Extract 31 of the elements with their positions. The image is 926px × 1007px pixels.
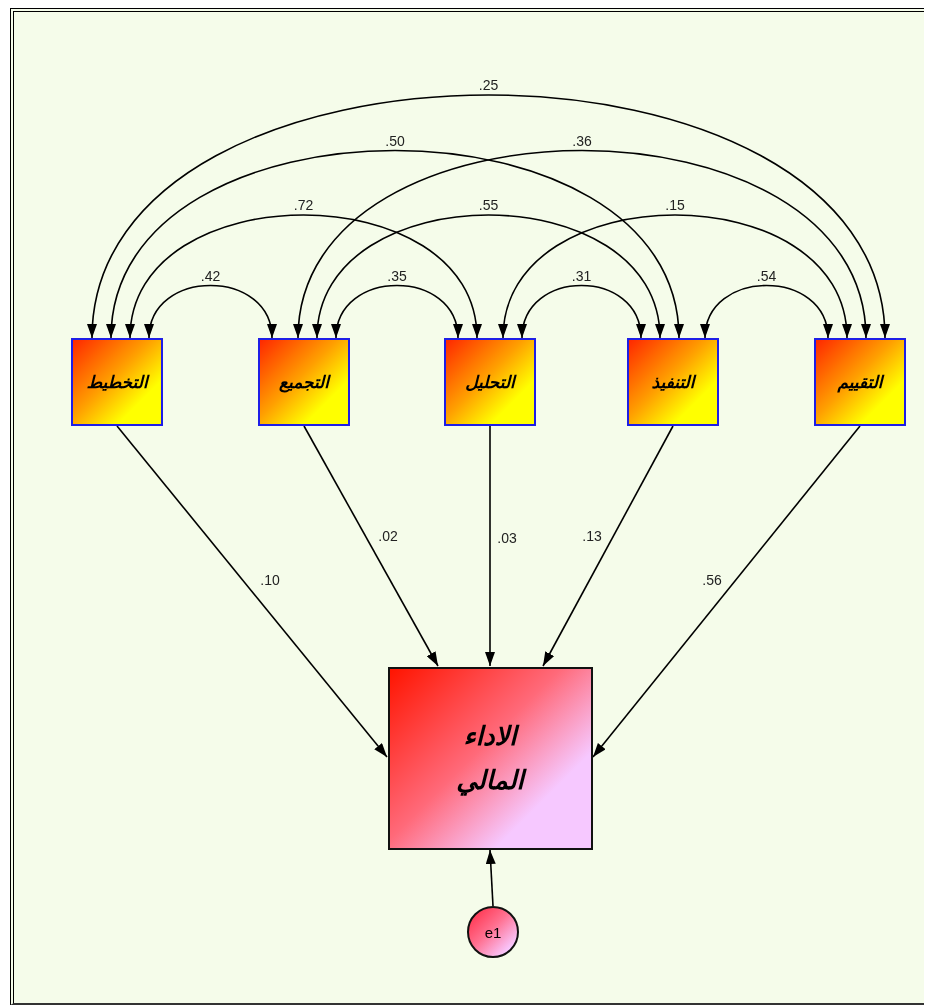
edge-label: .03 [496,530,518,546]
edge-label: .25 [477,77,500,93]
covariance-arrow [519,284,644,339]
covariance-arrow [500,214,850,339]
covariance-arrow [127,214,480,339]
variable-box: التقييم [814,338,906,426]
covariance-arrow [90,94,887,339]
path-arrow [303,425,439,667]
outcome-box: الاداء المالي [387,666,593,850]
covariance-arrow [702,284,831,339]
covariance-arrow [146,284,275,339]
covariance-arrow [108,149,682,339]
variable-box: التخطيط [71,338,163,426]
edge-label: .02 [377,528,399,544]
edge-label: .72 [292,197,315,213]
edge-label: .13 [581,528,603,544]
edge-label: .15 [664,197,686,213]
path-arrow [542,425,674,667]
path-arrow [485,425,495,667]
variable-box: التحليل [444,338,536,426]
path-arrow [116,425,388,758]
path-arrow [485,849,496,907]
variable-box: التجميع [258,338,350,426]
edge-label: .10 [259,572,281,588]
variable-box: التنفيذ [627,338,719,426]
edge-label: .56 [701,572,723,588]
covariance-arrow [333,284,461,339]
covariance-arrow [314,214,663,339]
path-arrow [592,425,861,758]
covariance-arrow [295,149,869,339]
edge-label: .55 [477,197,500,213]
